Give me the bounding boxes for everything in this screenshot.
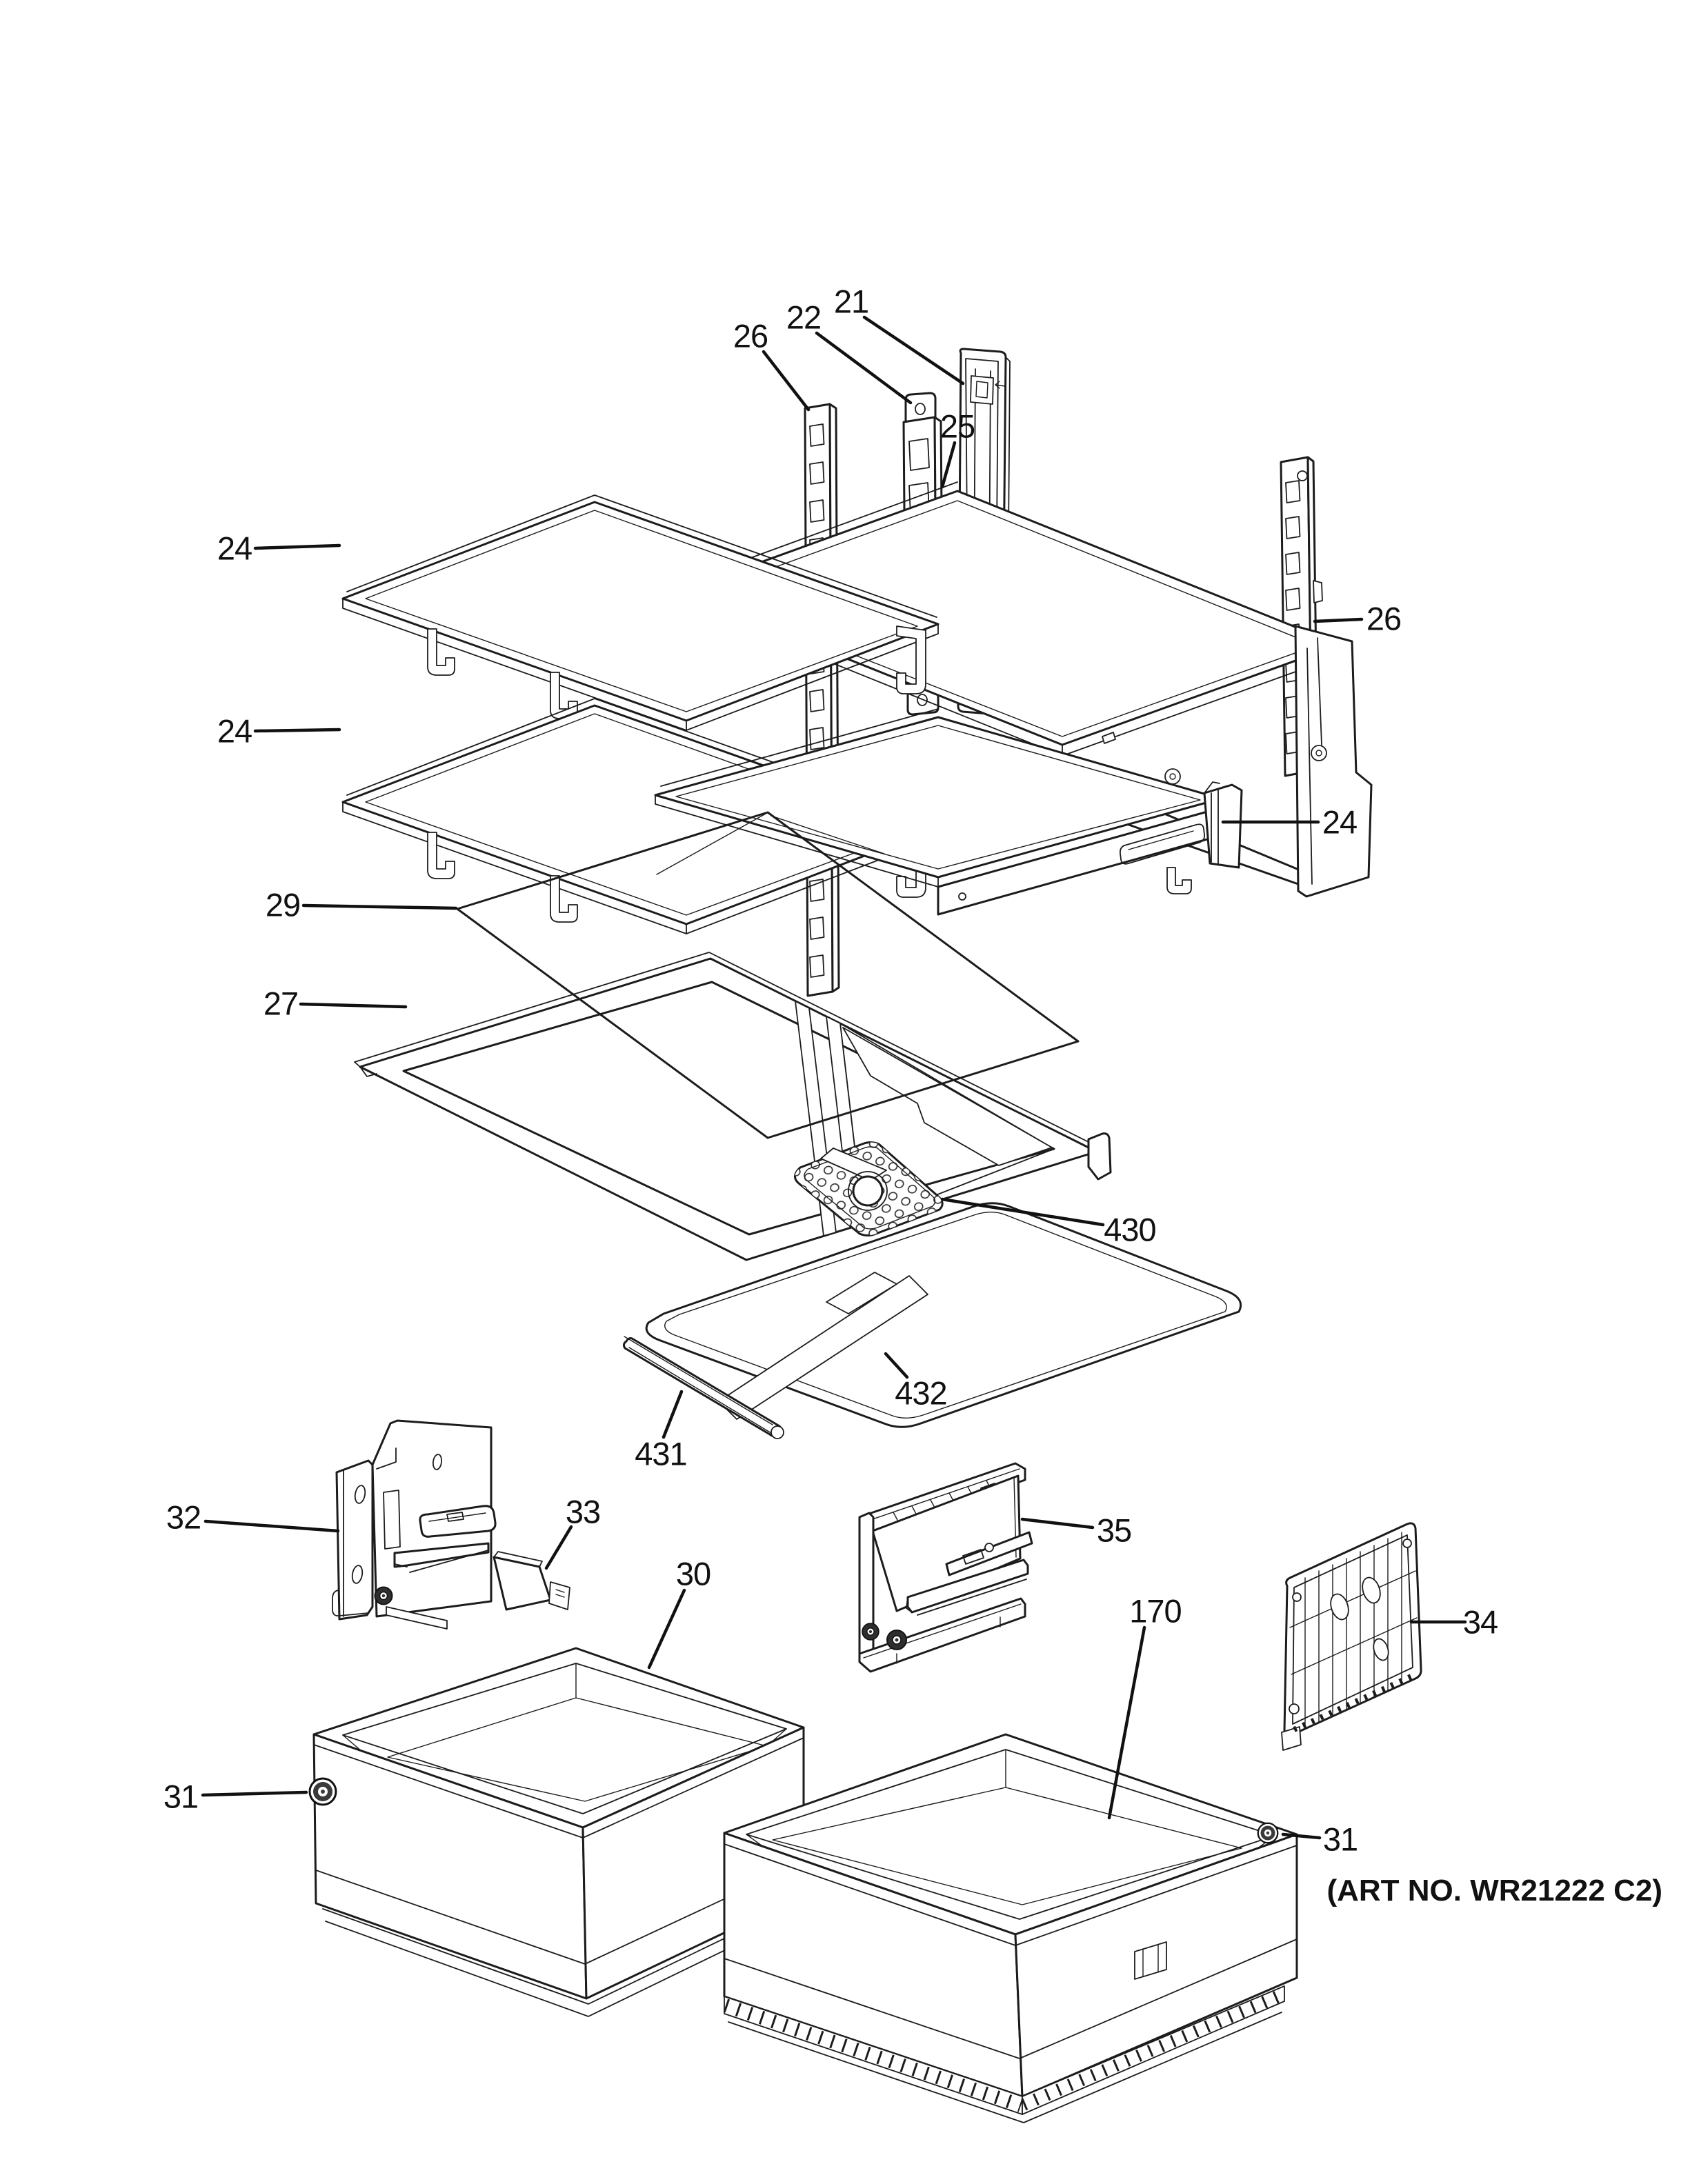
leader-431	[662, 1390, 684, 1439]
callout-34: 34	[1463, 1604, 1498, 1641]
slide-bracket-32	[332, 1419, 497, 1630]
glass-shelf-24-right	[654, 708, 1243, 916]
leader-24-bottom-left	[253, 728, 341, 733]
leader-35	[1020, 1517, 1095, 1530]
leader-25	[940, 441, 957, 489]
callout-22: 22	[786, 299, 821, 336]
drawer-170	[723, 1733, 1298, 2123]
callout-27: 27	[264, 985, 298, 1022]
leader-26-right	[1313, 617, 1364, 623]
grommet-31-right	[1257, 1822, 1279, 1844]
callout-26-left: 26	[733, 318, 768, 354]
callout-30: 30	[676, 1556, 710, 1592]
leader-33	[544, 1525, 573, 1570]
callout-26-right: 26	[1366, 601, 1401, 637]
leader-22	[815, 331, 913, 405]
glass-panel-29	[456, 811, 1080, 1139]
callout-29: 29	[266, 887, 300, 923]
callout-31-right: 31	[1323, 1821, 1358, 1858]
mesh-pad-432	[645, 1202, 1242, 1428]
slide-bracket-35	[858, 1462, 1033, 1673]
glass-shelf-24-top-left	[341, 494, 940, 731]
adapter-bracket-33	[493, 1551, 570, 1611]
cover-panel-34	[1281, 1522, 1422, 1751]
leader-432	[884, 1352, 909, 1379]
trim-strip-431	[622, 1336, 784, 1439]
callout-24-right: 24	[1322, 804, 1357, 841]
callout-21: 21	[834, 283, 868, 320]
callout-24-bottom-left: 24	[217, 713, 252, 750]
callout-432: 432	[895, 1375, 946, 1412]
callout-31-left: 31	[163, 1779, 198, 1815]
drain-grate-430	[794, 1141, 944, 1236]
callout-430: 430	[1104, 1212, 1155, 1248]
callout-431: 431	[635, 1436, 686, 1472]
callout-170: 170	[1129, 1593, 1181, 1630]
callout-24-top-left: 24	[217, 530, 252, 567]
callout-25: 25	[940, 408, 975, 445]
callout-35: 35	[1097, 1512, 1131, 1549]
leader-27	[299, 1002, 408, 1009]
shelf-frame-27	[354, 952, 1112, 1261]
shelf-support-rail-26-left	[804, 403, 840, 997]
leader-30	[647, 1588, 686, 1670]
leader-430	[940, 1197, 1105, 1227]
leader-32	[203, 1519, 340, 1533]
drawer-30	[312, 1647, 805, 2017]
leader-24-top-left	[253, 543, 341, 550]
leader-31-right	[1281, 1832, 1322, 1840]
callouts: 21 22 26 25 26 24 24 24 29 27 430 432 43…	[163, 283, 1498, 1858]
leader-31-left	[201, 1790, 308, 1797]
leader-29	[301, 903, 458, 910]
art-number: (ART NO. WR21222 C2)	[1326, 1874, 1662, 1907]
callout-32: 32	[166, 1499, 201, 1536]
callout-33: 33	[566, 1494, 600, 1530]
explosion-guide-lines	[656, 813, 885, 875]
leader-170	[1107, 1625, 1146, 1820]
spillproof-shelf-25	[678, 481, 1373, 898]
leader-21	[862, 315, 965, 385]
leader-26-left	[762, 350, 811, 412]
grommet-31-left	[308, 1777, 337, 1806]
